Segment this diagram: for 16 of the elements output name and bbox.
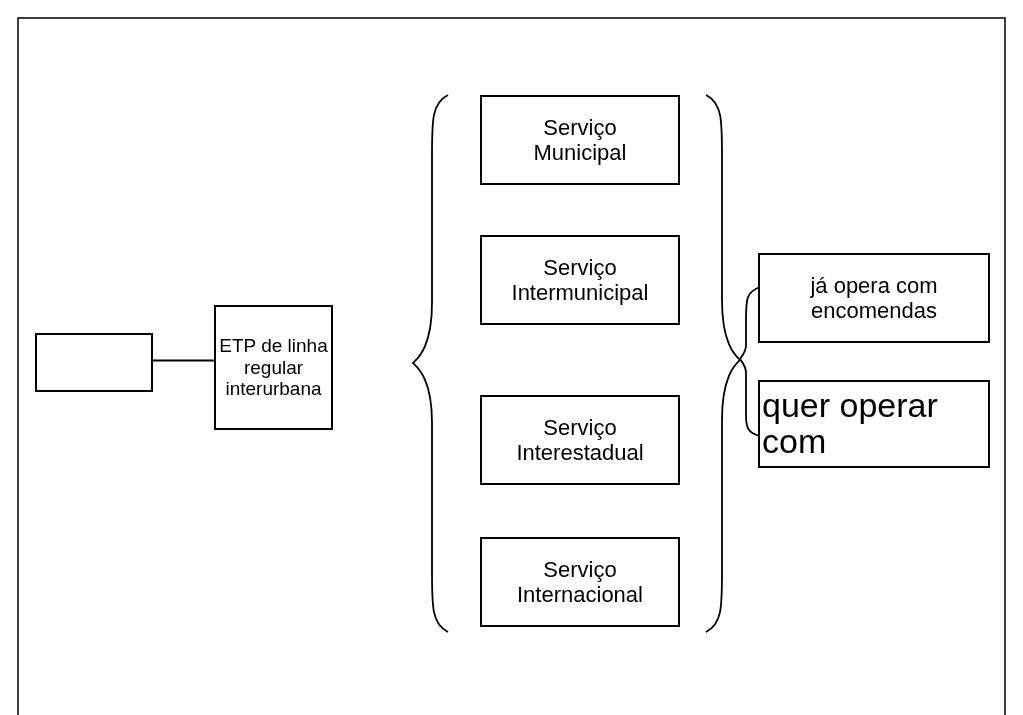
box-label: quer operar com xyxy=(762,388,939,460)
process-box xyxy=(758,253,990,343)
box-label: já opera com encomendas xyxy=(809,272,939,324)
connector-line xyxy=(152,359,215,362)
process-box xyxy=(480,395,680,485)
box-label: Serviço Municipal xyxy=(532,114,628,166)
box-label: Serviço Interestadual xyxy=(515,414,645,466)
empty-box xyxy=(35,333,153,392)
process-box xyxy=(480,95,680,185)
process-box xyxy=(480,235,680,325)
process-box xyxy=(214,305,333,430)
box-label: Serviço Internacional xyxy=(516,556,644,608)
box-label: ETP de linha regular interurbana xyxy=(218,334,329,401)
process-box xyxy=(480,537,680,627)
process-box xyxy=(758,380,990,468)
box-label: Serviço Intermunicipal xyxy=(510,254,650,306)
